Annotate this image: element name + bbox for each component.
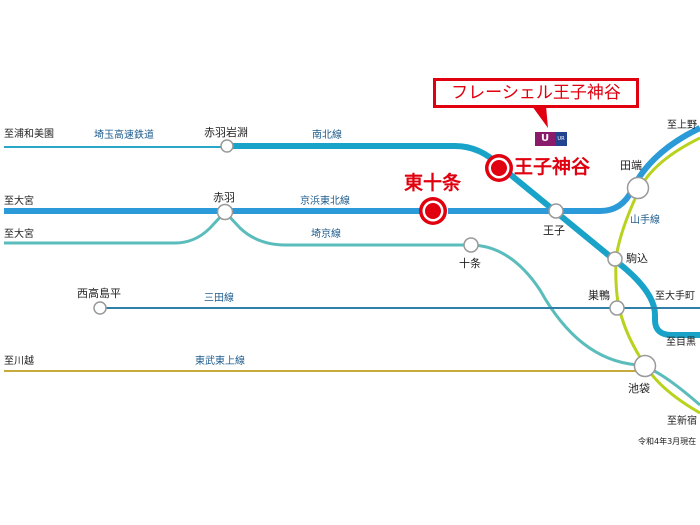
station-label-tabata: 田端: [620, 159, 642, 172]
highlight-station-oji-kamiya[interactable]: [485, 154, 513, 182]
station-komagome[interactable]: [607, 251, 623, 267]
station-label-sugamo: 巣鴨: [588, 289, 610, 302]
station-jujo[interactable]: [463, 237, 479, 253]
dest-kawagoe: 至川越: [4, 356, 34, 367]
dest-omiya-2: 至大宮: [4, 229, 34, 240]
station-nishi-takashimadaira[interactable]: [93, 301, 107, 315]
dest-ueno: 至上野: [667, 120, 697, 131]
ur-logo-mark: U: [535, 132, 555, 146]
station-label-oji: 王子: [543, 224, 565, 237]
line-label-tobu-tojo: 東武東上線: [195, 356, 245, 367]
station-label-nishi-takashimadaira: 西高島平: [77, 287, 121, 300]
ur-logo: U UR: [535, 132, 567, 146]
station-label-komagome: 駒込: [626, 252, 648, 265]
station-sugamo[interactable]: [609, 300, 625, 316]
line-label-keihin-tohoku: 京浜東北線: [300, 196, 350, 207]
property-callout: フレーシェル王子神谷: [433, 78, 639, 108]
line-label-saitama-rapid: 埼玉高速鉄道: [94, 130, 154, 141]
callout-pointer: [532, 106, 548, 128]
dest-omiya-1: 至大宮: [4, 196, 34, 207]
station-label-akabane-iwabuchi: 赤羽岩淵: [204, 126, 248, 139]
line-label-yamanote: 山手線: [630, 215, 660, 226]
station-akabane[interactable]: [216, 203, 234, 221]
station-oji[interactable]: [548, 203, 564, 219]
line-label-namboku: 南北線: [312, 130, 342, 141]
label-higashi-jujo: 東十条: [404, 172, 462, 194]
station-label-jujo: 十条: [459, 257, 481, 270]
line-label-mita: 三田線: [204, 293, 234, 304]
highlight-station-higashi-jujo[interactable]: [419, 197, 447, 225]
station-label-ikebukuro: 池袋: [628, 382, 650, 395]
line-namboku: [226, 143, 700, 338]
footnote-date: 令和4年3月現在: [638, 437, 697, 446]
dest-shinjuku: 至新宿: [667, 416, 697, 427]
station-tabata[interactable]: [626, 176, 650, 200]
line-label-saikyo: 埼京線: [311, 229, 341, 240]
station-label-akabane: 赤羽: [213, 191, 235, 204]
dest-urawa-misono: 至浦和美園: [4, 129, 54, 140]
dest-otemachi: 至大手町: [655, 291, 695, 302]
dest-meguro: 至目黒: [666, 337, 696, 348]
ur-logo-text: UR: [555, 132, 567, 146]
label-oji-kamiya: 王子神谷: [514, 156, 591, 178]
station-akabane-iwabuchi[interactable]: [220, 139, 234, 153]
station-ikebukuro[interactable]: [633, 354, 657, 378]
